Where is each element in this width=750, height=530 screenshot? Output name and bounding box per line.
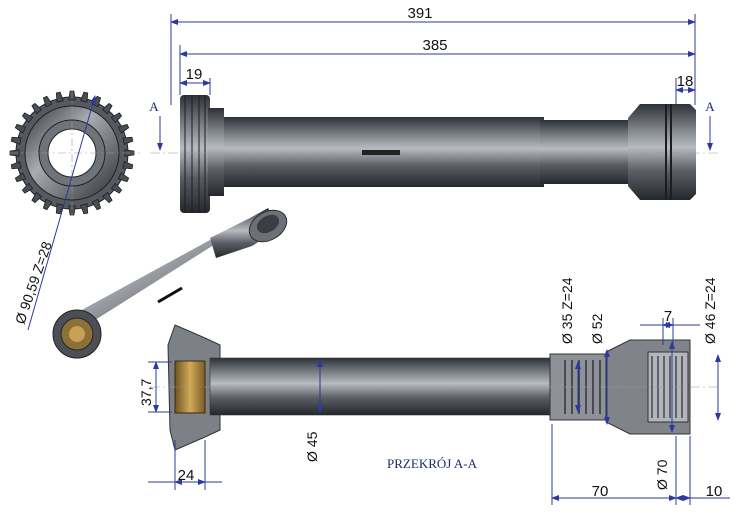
shaft-section-view (150, 324, 720, 451)
gear-tooth (110, 112, 123, 124)
section-mark-right: A (705, 99, 715, 114)
gear-tooth (31, 191, 43, 204)
gear-tooth (21, 112, 34, 124)
dim-groove-width: 7 (664, 308, 672, 325)
dim-total-length: 391 (407, 5, 432, 22)
dim-end-length: 10 (706, 483, 723, 500)
section-mark-left: A (149, 99, 159, 114)
section-caption: PRZEKRÓJ A-A (387, 456, 478, 471)
gear-tooth (110, 182, 123, 194)
shaft-isometric-view (52, 208, 288, 359)
gear-tooth (101, 191, 113, 204)
dim-spline-large: Ø 46 Z=24 (702, 277, 718, 344)
gear-tooth (122, 161, 134, 170)
gear-tooth (117, 123, 130, 134)
dimension-lines (148, 14, 730, 505)
dim-inner-length: 385 (422, 37, 447, 54)
gear-tooth (42, 198, 53, 211)
gear-tooth (91, 198, 102, 211)
gear-front-view (9, 90, 140, 331)
gear-tooth (122, 136, 134, 145)
gear-tooth (101, 102, 113, 115)
dim-end-outer-diameter: Ø 70 (654, 459, 670, 490)
gear-tooth (14, 172, 27, 183)
gear-tooth (80, 91, 89, 103)
dim-bore-diameter: Ø 52 (589, 313, 605, 344)
gear-tooth (55, 91, 64, 103)
gear-tooth (21, 182, 34, 194)
dim-bushing-diameter: 37,7 (138, 379, 154, 406)
dim-gear-width: 19 (186, 66, 203, 83)
gear-tooth (31, 102, 43, 115)
gear-tooth (117, 172, 130, 183)
gear-tooth (14, 123, 27, 134)
gear-tooth (80, 203, 89, 215)
shaft-side-view (150, 95, 720, 213)
dim-bushing-length: 24 (178, 467, 195, 484)
dim-spline-small: Ø 35 Z=24 (559, 277, 575, 344)
dim-end-width: 18 (677, 73, 694, 90)
dim-spline-length: 70 (592, 483, 609, 500)
gear-tooth (55, 203, 64, 215)
gear-tooth (68, 205, 76, 216)
gear-tooth (10, 136, 22, 145)
dim-tube-diameter: Ø 45 (304, 431, 320, 462)
gear-tooth (10, 161, 22, 170)
gear-tooth (42, 95, 53, 108)
